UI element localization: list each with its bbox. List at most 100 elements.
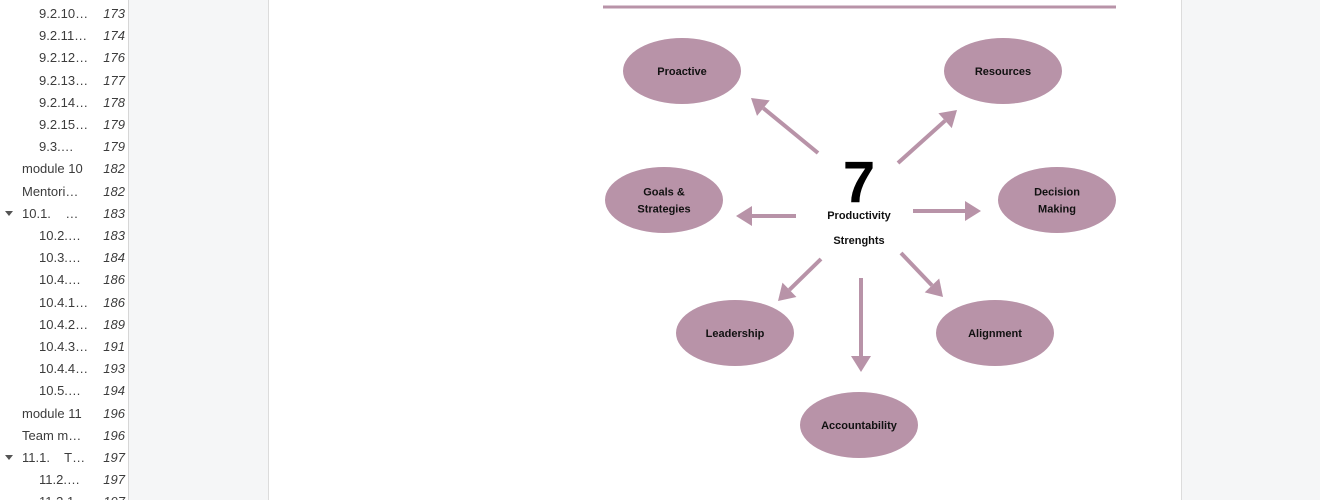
outline-item-label: 10.4.1…: [39, 294, 89, 310]
outline-item[interactable]: 11.2.… 197: [0, 469, 128, 491]
outline-item-label: 10.2.…: [39, 228, 81, 243]
outline-item-label: 11.2.…: [39, 472, 80, 488]
outline-item-page: 197: [103, 450, 125, 465]
outline-item[interactable]: 10.4.4… 193: [0, 358, 128, 380]
outline-item-page: 193: [103, 361, 125, 377]
outline-item-label: 9.2.12…: [39, 50, 89, 66]
arrow: [778, 257, 823, 301]
outline-item[interactable]: 11.1. T… 197: [0, 447, 128, 469]
outline-item-label: 10.4.4…: [39, 361, 89, 377]
outline-item[interactable]: module 11 196: [0, 403, 128, 425]
node-label: Alignment: [968, 328, 1022, 340]
node-alignment: Alignment: [936, 300, 1054, 366]
expander-triangle-icon[interactable]: [5, 455, 13, 460]
arrow: [913, 201, 981, 221]
outline-item[interactable]: 11.3.1… 197: [0, 491, 128, 500]
outline-item-label: 9.2.15…: [39, 117, 89, 132]
outline-item-page: 194: [103, 383, 125, 399]
outline-item-label: 10.4.2…: [39, 316, 89, 332]
outline-item-page: 186: [103, 294, 125, 310]
outline-item-label: 9.2.11…: [39, 28, 88, 44]
outline-item-page: 179: [103, 117, 125, 132]
outline-item[interactable]: 9.2.15… 179: [0, 114, 128, 136]
node-label: Goals &: [643, 187, 685, 199]
outline-item-page: 182: [103, 161, 125, 177]
node-label: Strategies: [637, 204, 690, 216]
outline-item-page: 184: [103, 250, 125, 266]
outline-item[interactable]: 9.2.13… 177: [0, 70, 128, 92]
node-resources: Resources: [944, 38, 1062, 104]
outline-item-label: 10.1. …: [22, 205, 79, 221]
outline-item-page: 197: [101, 494, 125, 500]
outline-item-page: 176: [103, 50, 125, 66]
outline-item[interactable]: 10.4.2… 189: [0, 314, 128, 336]
outline-item[interactable]: 9.3.… 179: [0, 136, 128, 158]
outline-item-page: 177: [103, 72, 125, 88]
outline-item-label: Mentori…: [22, 183, 79, 199]
document-background: [129, 0, 267, 500]
node-label: Decision: [1034, 187, 1080, 199]
outline-item-label: 10.4.3…: [39, 339, 89, 354]
outline-item-page: 183: [103, 228, 125, 243]
outline-item-label: 9.2.13…: [39, 72, 89, 88]
expander-triangle-icon[interactable]: [5, 210, 13, 216]
outline-item[interactable]: 10.1. … 183: [0, 203, 128, 225]
outline-item-label: 9.2.10…: [39, 6, 89, 21]
outline-item-page: 178: [103, 94, 125, 110]
outline-item-label: 11.3.1…: [39, 494, 87, 500]
outline-item-page: 197: [103, 472, 125, 488]
outline-item[interactable]: 9.2.11… 174: [0, 25, 128, 47]
node-accountability: Accountability: [800, 392, 918, 458]
outline-item[interactable]: 9.2.10… 173: [0, 3, 128, 25]
outline-item-page: 174: [103, 28, 125, 44]
outline-item[interactable]: module 10 182: [0, 158, 128, 180]
outline-item-page: 173: [103, 6, 125, 21]
outline-item[interactable]: 9.2.12… 176: [0, 47, 128, 69]
node-label: Leadership: [706, 328, 765, 340]
outline-item[interactable]: Mentori… 182: [0, 181, 128, 203]
node-leadership: Leadership: [676, 300, 794, 366]
outline-item[interactable]: 10.5.… 194: [0, 380, 128, 402]
outline-item-page: 186: [103, 272, 125, 288]
outline-item-page: 191: [103, 339, 125, 354]
outline-item[interactable]: 10.4.… 186: [0, 269, 128, 291]
outline-item-page: 179: [103, 139, 125, 155]
outline-item[interactable]: 9.2.14… 178: [0, 92, 128, 114]
outline-item-page: 182: [103, 183, 125, 199]
outline-item-label: 9.3.…: [39, 139, 74, 155]
outline-item-label: module 10: [22, 161, 83, 177]
outline-item-page: 183: [103, 205, 125, 221]
outline-item-label: 11.1. T…: [22, 450, 86, 465]
outline-item-label: module 11: [22, 405, 82, 421]
outline-item-label: 10.3.…: [39, 250, 81, 266]
arrow: [899, 251, 943, 297]
arrow: [736, 206, 796, 226]
outline-item-page: 196: [103, 405, 125, 421]
outline-item-page: 196: [103, 427, 125, 443]
arrow: [896, 110, 957, 165]
outline-item-label: Team m…: [22, 427, 82, 443]
outline-item[interactable]: 10.4.1… 186: [0, 292, 128, 314]
outline-item-label: 9.2.14…: [39, 94, 89, 110]
outline-item-label: 10.4.…: [39, 272, 81, 288]
arrow: [751, 98, 820, 155]
center-label-2: Strenghts: [833, 235, 884, 247]
node-proactive: Proactive: [623, 38, 741, 104]
outline-item[interactable]: 10.4.3… 191: [0, 336, 128, 358]
node-goals: Goals & Strategies: [605, 167, 723, 233]
outline-item[interactable]: 10.2.… 183: [0, 225, 128, 247]
outline-item-label: 10.5.…: [39, 383, 81, 399]
outline-item[interactable]: 10.3.… 184: [0, 247, 128, 269]
node-label: Making: [1038, 204, 1076, 216]
node-label: Accountability: [821, 420, 898, 432]
arrow: [851, 278, 871, 372]
node-label: Resources: [975, 66, 1031, 78]
center-number: 7: [843, 150, 875, 215]
outline-item-page: 189: [103, 316, 125, 332]
outline-sidebar[interactable]: 9.2.10… 173 9.2.11… 174 9.2.12… 176 9.2.13… 177…: [0, 0, 129, 500]
outline-item[interactable]: Team m… 196: [0, 425, 128, 447]
node-label: Proactive: [657, 66, 707, 78]
